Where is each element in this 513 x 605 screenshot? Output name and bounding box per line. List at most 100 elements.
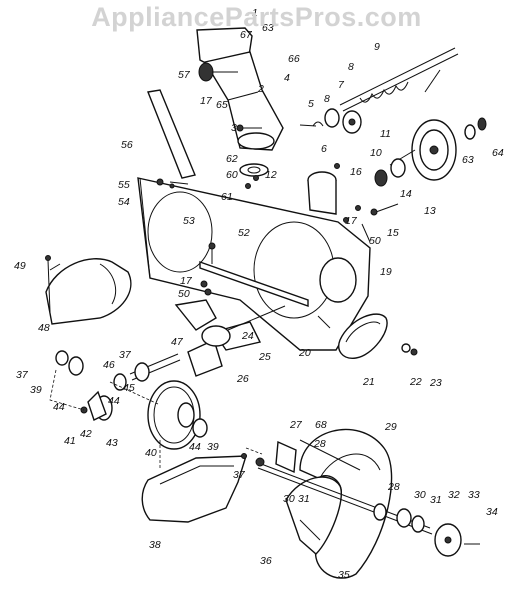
callout-14: 14 [400,188,412,200]
callout-16: 16 [350,166,362,178]
callout-46: 46 [103,359,115,371]
callout-42: 42 [80,428,92,440]
callout-20: 20 [298,347,311,359]
callout-43: 43 [106,437,118,449]
callout-60: 60 [226,169,238,181]
callout-63a: 63 [262,22,274,34]
callout-44a: 44 [53,401,65,413]
callout-24: 24 [241,330,254,342]
callout-7: 7 [338,79,345,91]
callout-19: 19 [380,266,392,278]
callout-11: 11 [380,128,391,140]
washer-63-64 [464,117,487,140]
callout-32: 32 [448,489,460,501]
callout-64: 64 [492,147,504,159]
callout-44c: 44 [189,441,201,453]
chute-bolt-3 [236,124,262,132]
callout-40: 40 [145,447,157,459]
callout-36: 36 [260,555,272,567]
callout-45: 45 [123,382,135,394]
callout-68: 68 [315,419,327,431]
callout-44b: 44 [108,395,120,407]
callout-8a: 8 [324,93,330,105]
callout-39b: 39 [207,441,219,453]
chute-crank-knob [198,62,238,82]
nut-22-23 [401,343,418,356]
callout-38: 38 [149,539,161,551]
callout-61: 61 [221,191,233,203]
pulley [374,119,457,187]
callout-29: 29 [384,421,397,433]
callout-66: 66 [288,53,300,65]
callout-28a: 28 [313,438,326,450]
callout-34: 34 [486,506,498,518]
callout-3: 3 [231,122,237,134]
callout-15: 15 [387,227,399,239]
shield-bracket [147,89,196,179]
callout-4: 4 [284,72,290,84]
callout-30a: 30 [283,493,295,505]
callout-12: 12 [265,169,277,181]
callout-65: 65 [216,99,228,111]
callout-31a: 31 [298,493,310,505]
watermark: AppliancePartsPros.com [91,2,422,32]
callout-39a: 39 [30,384,42,396]
auger-housing [137,171,371,351]
callout-23: 23 [429,377,442,389]
callout-52: 52 [238,227,250,239]
callout-17b: 17 [345,215,358,227]
callout-63b: 63 [462,154,474,166]
callout-37b: 37 [119,349,132,361]
callout-6: 6 [321,143,327,155]
bearing-7-8 [312,108,362,134]
hardware-bolts [156,163,399,296]
leader-lines [49,69,441,541]
callout-54: 54 [118,196,130,208]
callout-2: 2 [257,83,264,95]
callout-53: 53 [183,215,195,227]
drive-shaft [339,47,459,112]
gear-housing [141,453,247,523]
callout-56: 56 [121,139,133,151]
callout-27: 27 [289,419,303,431]
callout-67: 67 [240,29,253,41]
callout-31b: 31 [430,494,442,506]
callout-10: 10 [370,147,382,159]
callout-8b: 8 [348,61,354,73]
callout-47: 47 [171,336,184,348]
callout-28b: 28 [387,481,400,493]
auger-spiral [285,428,393,579]
drive-belt [338,313,388,359]
dashed-assembly-lines [49,369,263,470]
callout-37c: 37 [233,469,246,481]
callout-49: 49 [14,260,26,272]
callout-62: 62 [226,153,238,165]
callout-30b: 30 [414,489,426,501]
callout-21: 21 [362,376,375,388]
chute-deflector [196,27,284,151]
callout-1: 1 [252,7,258,19]
chute-ring-plate [239,163,269,177]
impeller [174,299,286,377]
callout-41: 41 [64,435,76,447]
callout-55: 55 [118,179,130,191]
side-cover [45,255,132,325]
callout-35: 35 [338,569,350,581]
callout-9: 9 [374,41,380,53]
callout-57: 57 [178,69,191,81]
worm-shaft [113,353,181,391]
callout-17c: 17 [180,275,193,287]
callout-26: 26 [236,373,249,385]
callout-17a: 17 [200,95,213,107]
callout-50b: 50 [178,288,190,300]
callout-13: 13 [424,205,436,217]
worm-gear [147,380,208,450]
callout-37a: 37 [16,369,29,381]
callout-50a: 50 [369,235,381,247]
callout-48: 48 [38,322,50,334]
callout-25: 25 [258,351,271,363]
callout-5: 5 [308,98,314,110]
